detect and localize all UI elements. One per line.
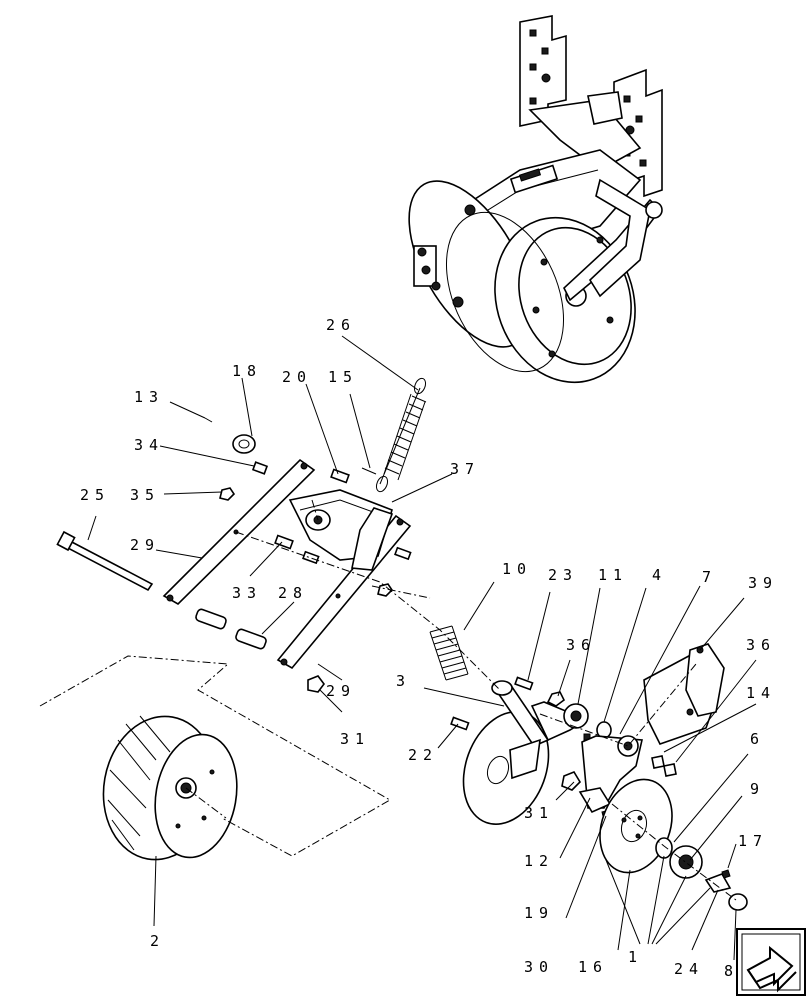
callout-36-left: 36 (566, 636, 596, 654)
callout-2: 2 (150, 932, 165, 950)
callout-labels: 26 18 13 20 15 34 37 25 35 29 33 28 29 3… (80, 316, 778, 980)
callout-12: 12 (524, 852, 554, 870)
callout-22: 22 (408, 746, 438, 764)
callout-17: 17 (738, 832, 768, 850)
callout-19: 19 (524, 904, 554, 922)
disk-opener (450, 680, 550, 825)
callout-35: 35 (130, 486, 160, 504)
callout-34: 34 (134, 436, 164, 454)
callout-4: 4 (652, 566, 667, 584)
callout-29-upper: 29 (130, 536, 160, 554)
next-page-arrow-icon[interactable] (736, 928, 806, 996)
callout-26: 26 (326, 316, 356, 334)
callout-8: 8 (724, 962, 739, 980)
small-hardware (195, 417, 412, 693)
callout-37: 37 (450, 460, 480, 478)
callout-9: 9 (750, 780, 765, 798)
callout-25: 25 (80, 486, 110, 504)
scraper-bracket (643, 643, 725, 777)
callout-24: 24 (674, 960, 704, 978)
callout-18: 18 (232, 362, 262, 380)
center-bracket (274, 489, 394, 571)
callout-11: 11 (598, 566, 628, 584)
assembled-row-unit (408, 15, 663, 384)
spring-26 (375, 377, 427, 493)
callout-3: 3 (396, 672, 411, 690)
closing-disk (599, 778, 748, 911)
callout-39: 39 (748, 574, 778, 592)
callout-7: 7 (702, 568, 717, 586)
callout-36-right: 36 (746, 636, 776, 654)
callout-31-right: 31 (524, 804, 554, 822)
callout-15: 15 (328, 368, 358, 386)
callout-16: 16 (578, 958, 608, 976)
callout-31-left: 31 (340, 730, 370, 748)
callout-33: 33 (232, 584, 262, 602)
leader-lines (87, 335, 757, 961)
callout-14: 14 (746, 684, 776, 702)
callout-23: 23 (548, 566, 578, 584)
callout-30: 30 (524, 958, 554, 976)
bolt-25 (56, 530, 154, 592)
callout-28: 28 (278, 584, 308, 602)
callout-6: 6 (750, 730, 765, 748)
assembly-lines (39, 499, 737, 901)
callout-13: 13 (134, 388, 164, 406)
spring-10 (429, 625, 469, 681)
gauge-wheel (102, 715, 238, 861)
callout-20: 20 (282, 368, 312, 386)
callout-1: 1 (628, 948, 643, 966)
callout-29-lower: 29 (326, 682, 356, 700)
callout-10: 10 (502, 560, 532, 578)
